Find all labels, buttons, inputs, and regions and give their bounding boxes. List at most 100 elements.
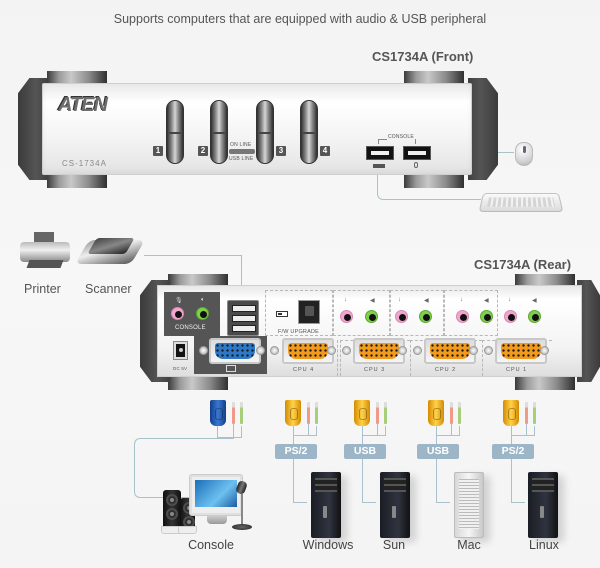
front-foot bbox=[47, 71, 107, 85]
console-cable-wire bbox=[233, 424, 234, 438]
screw bbox=[199, 346, 208, 355]
screw bbox=[469, 346, 478, 355]
cpu1-speaker-jack[interactable] bbox=[528, 310, 541, 323]
front-view-title: CS1734A (Front) bbox=[372, 49, 474, 64]
speaker-icon: ◀ bbox=[484, 298, 489, 304]
rear-foot bbox=[515, 376, 575, 390]
port-selection-button-1[interactable] bbox=[166, 100, 184, 164]
monitor-stand bbox=[207, 516, 227, 524]
console-speaker-jack[interactable] bbox=[196, 307, 209, 320]
cpu1-vga-port[interactable] bbox=[495, 338, 547, 364]
interface-badge-ps2: PS/2 bbox=[275, 444, 317, 459]
screw bbox=[540, 346, 549, 355]
cpu-cable-connector bbox=[503, 400, 519, 426]
fw-upgrade-label: F/W UPGRADE bbox=[278, 329, 320, 335]
rear-foot bbox=[168, 376, 228, 390]
microphone-icon: 🎙︎ bbox=[175, 298, 183, 304]
screw bbox=[327, 346, 336, 355]
model-label: CS-1734A bbox=[62, 159, 107, 168]
sun-pc-icon bbox=[380, 472, 410, 538]
mac-pc-icon bbox=[454, 472, 484, 538]
cpu2-mic-jack[interactable] bbox=[456, 310, 469, 323]
cpu3-vga-port[interactable] bbox=[353, 338, 405, 364]
console-cable-wire bbox=[217, 426, 242, 438]
cpu-speaker-plug bbox=[533, 402, 536, 424]
usb-peripheral-hub-ports[interactable] bbox=[227, 300, 259, 336]
windows-pc-icon bbox=[311, 472, 341, 538]
microphone-base bbox=[232, 524, 252, 530]
cpu-speaker-plug bbox=[315, 402, 318, 424]
port-number-3: 3 bbox=[276, 146, 286, 156]
port-selection-button-2[interactable] bbox=[210, 100, 228, 164]
console-vga-cable-connector bbox=[210, 400, 226, 426]
cpu2-speaker-jack[interactable] bbox=[480, 310, 493, 323]
computer-label-mac: Mac bbox=[457, 538, 481, 552]
cpu-mic-plug bbox=[307, 402, 310, 424]
cpu4-label: CPU 4 bbox=[293, 367, 315, 373]
port-selection-button-4[interactable] bbox=[300, 100, 318, 164]
cpu-cable-wire bbox=[362, 502, 376, 503]
cpu2-audio-section bbox=[444, 290, 498, 336]
rear-console-label: CONSOLE bbox=[175, 325, 206, 331]
microphone-icon: ↓ bbox=[508, 297, 511, 303]
speaker-left-icon bbox=[163, 490, 181, 530]
mouse-icon bbox=[515, 142, 533, 166]
printer-icon bbox=[20, 232, 70, 270]
microphone-icon: ↓ bbox=[460, 297, 463, 303]
cpu-cable-wire bbox=[436, 426, 460, 436]
fw-upgrade-switch[interactable] bbox=[276, 311, 288, 317]
screw bbox=[342, 346, 351, 355]
keyboard-icon bbox=[478, 193, 564, 212]
cpu-cable-wire bbox=[293, 436, 294, 502]
cpu4-speaker-jack[interactable] bbox=[365, 310, 378, 323]
console-vga-port[interactable] bbox=[209, 338, 261, 364]
microphone-icon: ↓ bbox=[344, 297, 347, 303]
screw bbox=[270, 346, 279, 355]
cpu-cable-wire bbox=[362, 436, 363, 502]
front-console-label: CONSOLE bbox=[387, 134, 415, 140]
selected-indicator bbox=[229, 149, 255, 154]
interface-badge-usb: USB bbox=[417, 444, 459, 459]
speaker-icon: ◀ bbox=[532, 298, 537, 304]
cpu2-vga-port[interactable] bbox=[424, 338, 476, 364]
port-number-1: 1 bbox=[153, 146, 163, 156]
cpu3-label: CPU 3 bbox=[364, 367, 386, 373]
cpu4-mic-jack[interactable] bbox=[340, 310, 353, 323]
cpu1-mic-jack[interactable] bbox=[504, 310, 517, 323]
cpu4-vga-section bbox=[270, 340, 338, 376]
front-foot bbox=[404, 71, 464, 85]
cpu-cable-wire bbox=[526, 424, 527, 436]
usb-peripheral-wire bbox=[144, 255, 242, 301]
front-foot bbox=[47, 174, 107, 188]
cpu-cable-wire bbox=[511, 426, 535, 436]
console-label: Console bbox=[188, 538, 234, 552]
front-usb-keyboard-port[interactable] bbox=[366, 146, 394, 160]
printer-label: Printer bbox=[24, 282, 61, 296]
cpu3-speaker-jack[interactable] bbox=[419, 310, 432, 323]
cpu-mic-plug bbox=[376, 402, 379, 424]
dc-power-jack[interactable] bbox=[173, 341, 188, 360]
speaker-icon: 🔈︎ bbox=[201, 297, 205, 303]
screw bbox=[413, 346, 422, 355]
computer-label-linux: Linux bbox=[529, 538, 559, 552]
front-usb-mouse-port[interactable] bbox=[403, 146, 431, 160]
console-mic-jack[interactable] bbox=[171, 307, 184, 320]
port-selection-button-3[interactable] bbox=[256, 100, 274, 164]
cpu4-audio-section bbox=[333, 290, 390, 336]
front-foot bbox=[404, 174, 464, 188]
speaker-base bbox=[178, 526, 197, 534]
cpu-cable-connector bbox=[354, 400, 370, 426]
cpu-cable-wire bbox=[511, 502, 525, 503]
rear-view-title: CS1734A (Rear) bbox=[474, 257, 572, 272]
interface-badge-ps2: PS/2 bbox=[492, 444, 534, 459]
diagram-subtitle: Supports computers that are equipped wit… bbox=[113, 12, 487, 26]
console-speaker-plug bbox=[240, 402, 243, 424]
microphone-stand bbox=[241, 494, 243, 526]
front-right-ear bbox=[468, 78, 498, 180]
cpu-cable-connector bbox=[428, 400, 444, 426]
cpu4-vga-port[interactable] bbox=[282, 338, 334, 364]
fw-upgrade-port[interactable] bbox=[298, 300, 320, 324]
cpu3-audio-section bbox=[390, 290, 444, 336]
cpu3-mic-jack[interactable] bbox=[395, 310, 408, 323]
scanner-icon bbox=[75, 234, 145, 268]
